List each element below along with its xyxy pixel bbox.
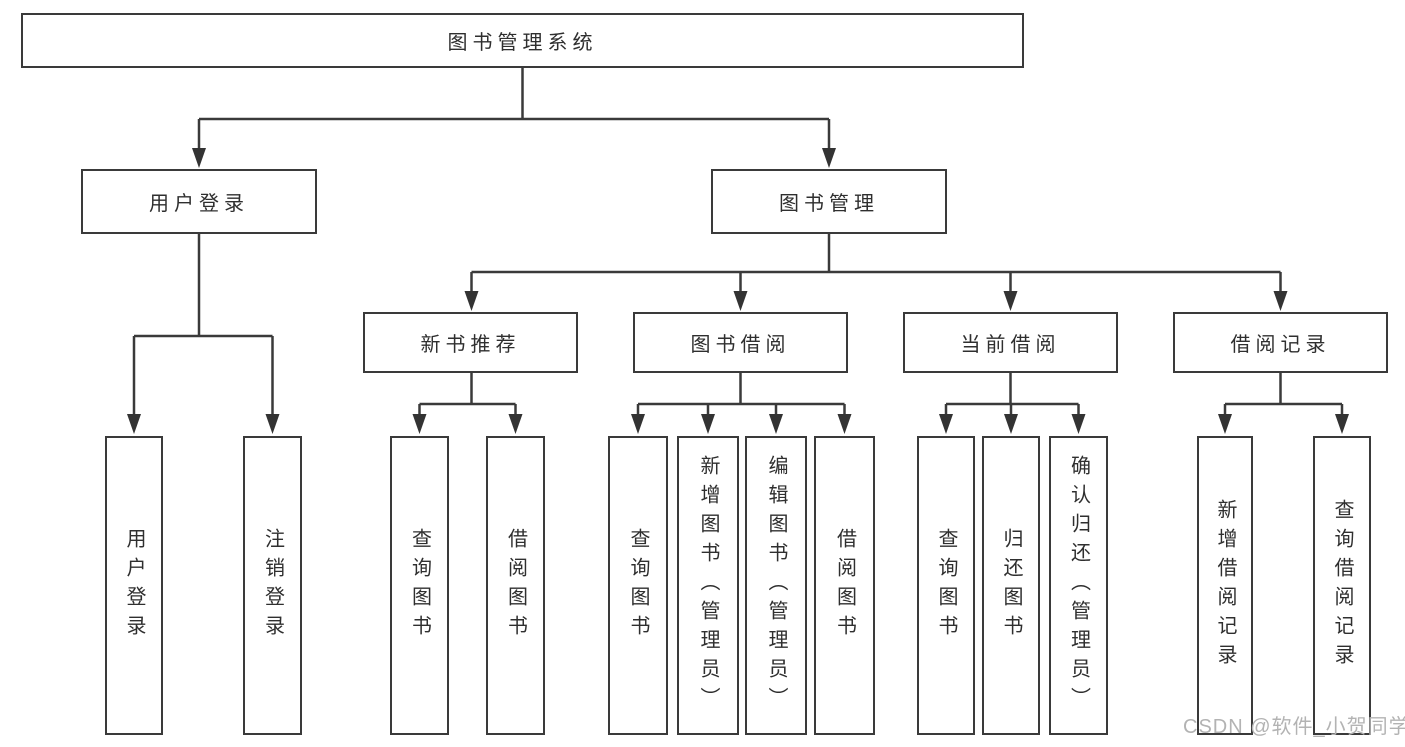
leaf-current-confirm-return-admin-label: 确认归还（管理员） bbox=[1067, 455, 1090, 716]
node-book-borrowing-label: 图书借阅 bbox=[690, 334, 791, 356]
leaf-user-login: 用户登录 bbox=[105, 436, 163, 735]
node-book-borrowing: 图书借阅 bbox=[633, 312, 848, 373]
leaf-borrowing-borrow-books-label: 借阅图书 bbox=[833, 527, 856, 644]
leaf-records-add-record-label: 新增借阅记录 bbox=[1214, 498, 1236, 673]
watermark: CSDN @软件_小贺同学 bbox=[1183, 716, 1405, 738]
leaf-current-query-books-label: 查询图书 bbox=[935, 527, 957, 644]
leaf-borrowing-borrow-books: 借阅图书 bbox=[814, 436, 875, 735]
leaf-borrowing-add-books-admin: 新增图书（管理员） bbox=[677, 436, 739, 735]
leaf-borrowing-edit-books-admin-label: 编辑图书（管理员） bbox=[765, 455, 787, 716]
leaf-borrowing-edit-books-admin: 编辑图书（管理员） bbox=[745, 436, 807, 735]
leaf-newbooks-query-books-label: 查询图书 bbox=[408, 527, 431, 644]
node-borrowing-records: 借阅记录 bbox=[1173, 312, 1388, 373]
leaf-current-return-books-label: 归还图书 bbox=[1000, 527, 1022, 644]
leaf-borrowing-add-books-admin-label: 新增图书（管理员） bbox=[697, 455, 719, 716]
node-user-login-label: 用户登录 bbox=[149, 193, 249, 215]
leaf-newbooks-borrow-books: 借阅图书 bbox=[486, 436, 545, 735]
leaf-borrowing-query-books-label: 查询图书 bbox=[627, 527, 649, 644]
leaf-records-add-record: 新增借阅记录 bbox=[1197, 436, 1253, 735]
leaf-current-query-books: 查询图书 bbox=[917, 436, 975, 735]
node-new-book-recommend: 新书推荐 bbox=[363, 312, 578, 373]
node-current-borrowing-label: 当前借阅 bbox=[960, 334, 1061, 356]
node-root: 图书管理系统 bbox=[21, 13, 1024, 68]
node-borrowing-records-label: 借阅记录 bbox=[1230, 334, 1331, 356]
leaf-current-return-books: 归还图书 bbox=[982, 436, 1040, 735]
leaf-user-login-label: 用户登录 bbox=[123, 527, 145, 644]
node-book-management-label: 图书管理 bbox=[779, 193, 879, 215]
node-current-borrowing: 当前借阅 bbox=[903, 312, 1118, 373]
node-root-label: 图书管理系统 bbox=[447, 32, 598, 54]
leaf-borrowing-query-books: 查询图书 bbox=[608, 436, 668, 735]
leaf-logout-label: 注销登录 bbox=[261, 527, 284, 644]
leaf-records-query-record: 查询借阅记录 bbox=[1313, 436, 1371, 735]
leaf-newbooks-query-books: 查询图书 bbox=[390, 436, 449, 735]
leaf-records-query-record-label: 查询借阅记录 bbox=[1331, 498, 1353, 673]
leaf-current-confirm-return-admin: 确认归还（管理员） bbox=[1049, 436, 1108, 735]
node-new-book-recommend-label: 新书推荐 bbox=[420, 334, 521, 356]
node-book-management: 图书管理 bbox=[711, 169, 947, 234]
node-user-login: 用户登录 bbox=[81, 169, 317, 234]
leaf-logout: 注销登录 bbox=[243, 436, 302, 735]
leaf-newbooks-borrow-books-label: 借阅图书 bbox=[504, 527, 527, 644]
